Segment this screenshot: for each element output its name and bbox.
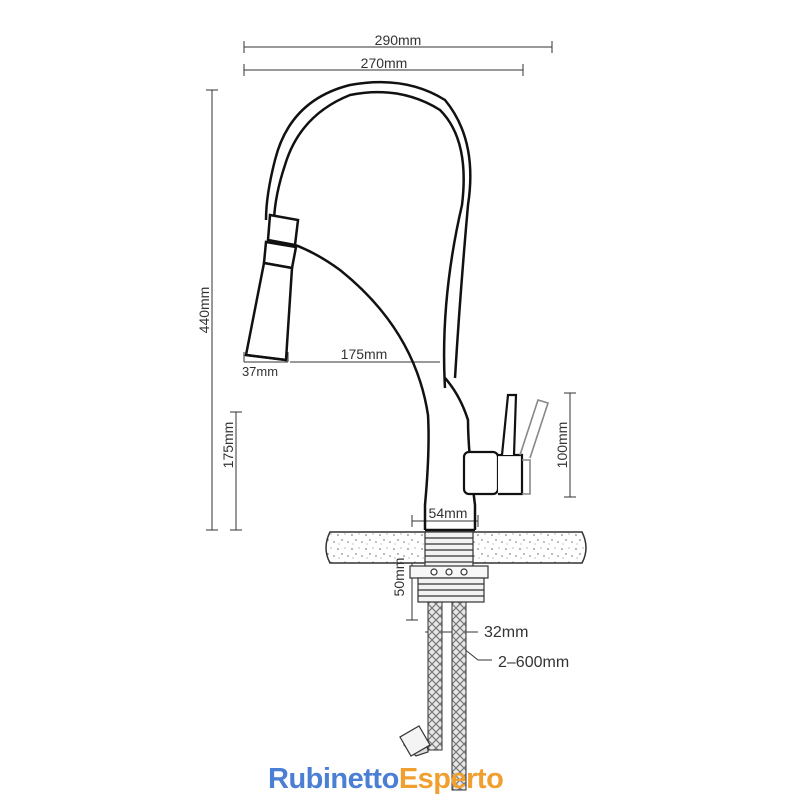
dim-hose-diameter: 32mm [484, 624, 528, 641]
brand-part-1: Rubinetto [268, 763, 399, 795]
faucet-body [244, 80, 477, 532]
dim-thread-length: 50mm [391, 558, 407, 597]
dim-reach-width: 270mm [361, 55, 408, 71]
dim-spray-head: 37mm [242, 364, 278, 379]
dim-spout-reach: 175mm [341, 346, 388, 362]
lever-handle [462, 393, 550, 496]
brand-part-2: Esperto [398, 763, 504, 795]
supply-hoses [399, 599, 467, 791]
brand-logo: RubinettoEsperto [268, 763, 504, 796]
dim-total-width: 290mm [375, 32, 422, 48]
dim-handle: 100mm [554, 422, 570, 469]
dim-hose-length: 2–600mm [498, 654, 569, 671]
dim-base: 54mm [429, 505, 468, 521]
dim-spout-height: 175mm [220, 422, 236, 469]
dim-total-height: 440mm [196, 287, 212, 334]
mounting-shank [409, 531, 489, 603]
